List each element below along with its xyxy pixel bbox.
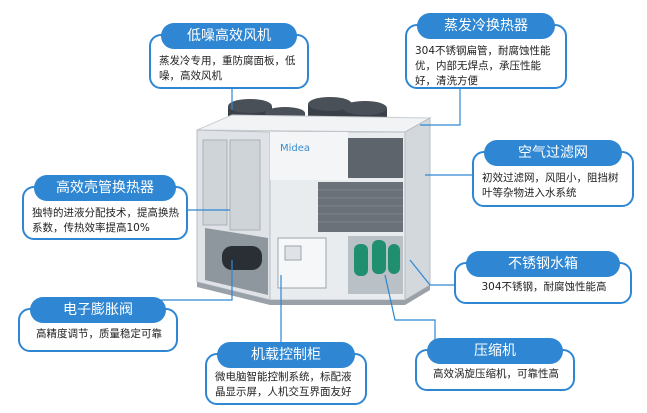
callout-stainless-water-tank: 不锈钢水箱 304不锈钢，耐腐蚀性能高 bbox=[454, 251, 632, 304]
callout-desc: 独特的进液分配技术，提高换热系数，传热效率提高10% bbox=[32, 207, 179, 234]
callout-title: 机载控制柜 bbox=[217, 342, 355, 368]
callout-desc: 304不锈钢扁管，耐腐蚀性能优，内部无焊点，承压性能好，清洗方便 bbox=[415, 45, 551, 87]
callout-low-noise-fan: 低噪高效风机 蒸发冷专用，重防腐面板，低噪，高效风机 bbox=[149, 23, 309, 89]
callout-title: 高效壳管换热器 bbox=[34, 175, 176, 201]
callout-desc: 微电脑智能控制系统，标配液晶显示屏，人机交互界面友好 bbox=[215, 371, 352, 398]
callout-title: 空气过滤网 bbox=[484, 140, 622, 166]
callout-air-filter: 空气过滤网 初效过滤网，风阻小，阻挡树叶等杂物进入水系统 bbox=[472, 140, 634, 207]
callout-title: 低噪高效风机 bbox=[161, 23, 297, 49]
callout-desc: 高效涡旋压缩机，可靠性高 bbox=[433, 368, 559, 380]
callout-electronic-expansion-valve: 电子膨胀阀 高精度调节，质量稳定可靠 bbox=[18, 297, 178, 352]
callout-evaporative-heat-exchanger: 蒸发冷换热器 304不锈钢扁管，耐腐蚀性能优，内部无焊点，承压性能好，清洗方便 bbox=[405, 13, 567, 89]
callout-shell-tube-heat-exchanger: 高效壳管换热器 独特的进液分配技术，提高换热系数，传热效率提高10% bbox=[22, 175, 188, 240]
callout-desc: 304不锈钢，耐腐蚀性能高 bbox=[481, 281, 607, 293]
midea-logo: Midea bbox=[280, 143, 311, 154]
callout-title: 电子膨胀阀 bbox=[30, 297, 166, 323]
callout-desc: 蒸发冷专用，重防腐面板，低噪，高效风机 bbox=[159, 55, 296, 82]
callout-desc: 高精度调节，质量稳定可靠 bbox=[36, 328, 162, 340]
callout-desc: 初效过滤网，风阻小，阻挡树叶等杂物进入水系统 bbox=[482, 172, 619, 199]
callout-title: 不锈钢水箱 bbox=[466, 251, 620, 277]
callout-control-cabinet: 机载控制柜 微电脑智能控制系统，标配液晶显示屏，人机交互界面友好 bbox=[205, 342, 367, 405]
callout-compressor: 压缩机 高效涡旋压缩机，可靠性高 bbox=[415, 338, 575, 391]
callout-title: 蒸发冷换热器 bbox=[417, 13, 555, 39]
callout-title: 压缩机 bbox=[427, 338, 563, 364]
